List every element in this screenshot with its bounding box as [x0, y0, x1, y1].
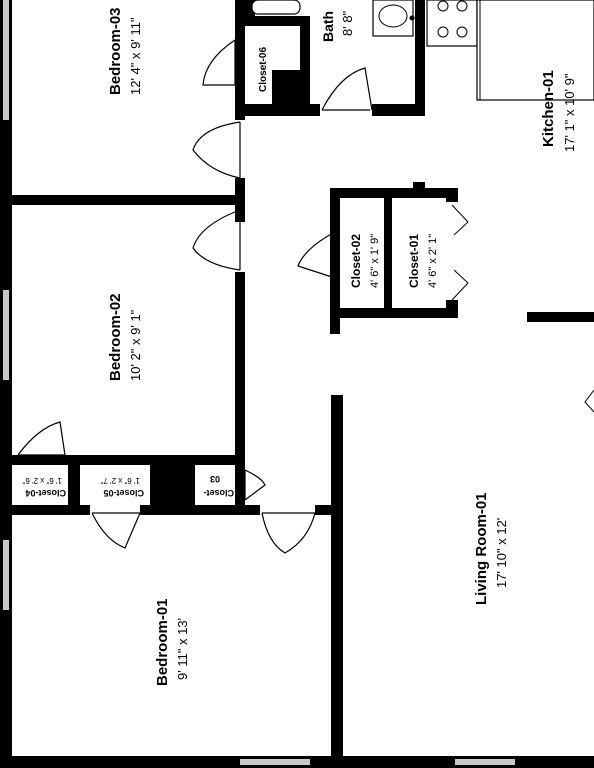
burner-icon: [437, 0, 449, 12]
wall-closet-row-top: [0, 455, 245, 465]
burner-icon: [437, 26, 449, 38]
wall-closets-bottom: [330, 308, 458, 318]
door-bathroom[interactable]: [321, 67, 373, 111]
label-bathroom-name: Bath: [320, 11, 336, 42]
wall-closets-top-stub: [413, 182, 425, 190]
label-bedroom3-name: Bedroom-03: [107, 7, 124, 95]
wall-closet5-3: [150, 455, 195, 510]
door-bedroom1-closet[interactable]: [91, 512, 141, 549]
sink-faucet-icon: [409, 15, 415, 21]
wall-bath-bottom-a: [245, 104, 320, 116]
wall-closet-row-bottom-c: [315, 505, 343, 515]
label-kitchen-dims: 17' 1" x 10' 9": [562, 73, 577, 152]
wall-bedroom3-right: [235, 0, 245, 120]
wall-bedroom2-right: [235, 272, 245, 467]
doors: [17, 39, 594, 554]
label-kitchen-name: Kitchen-01: [540, 70, 557, 147]
door-bedroom3[interactable]: [192, 121, 241, 179]
label-living-dims: 17' 10" x 12': [494, 518, 509, 588]
door-bedroom1[interactable]: [261, 512, 316, 554]
window-left-top: [3, 0, 9, 120]
labels: Bedroom-03 12' 4" x 9' 11" Bath 8' 8" Cl…: [22, 7, 577, 686]
wall-closets-top: [330, 188, 458, 198]
label-closet2-name: Closet-02: [349, 234, 363, 288]
label-closet6-name: Closet-06: [258, 47, 269, 92]
label-living-name: Living Room-01: [473, 492, 490, 605]
burner-icon: [456, 0, 468, 12]
wall-bath-left-stub: [245, 0, 255, 20]
wall-kitchen-living-stub: [527, 312, 594, 322]
door-bedroom2[interactable]: [192, 209, 241, 271]
label-closet4-dims: 1' 6" x 2' 6": [22, 476, 62, 485]
wall-closet-row-bottom-a: [0, 505, 90, 515]
burner-icon: [456, 26, 468, 38]
label-bedroom3-dims: 12' 4" x 9' 11": [128, 17, 143, 95]
label-bedroom1-name: Bedroom-01: [154, 598, 171, 686]
wall-bath-right: [415, 0, 425, 116]
wall-living-left: [331, 395, 343, 768]
door-closet2[interactable]: [297, 231, 336, 279]
label-closet1-name: Closet-01: [407, 234, 421, 288]
label-closet1-dims: 4' 6" x 2' 1": [427, 234, 439, 288]
bathtub: [251, 0, 301, 15]
label-closet3-line1: Closet-: [203, 488, 234, 498]
door-living-right[interactable]: [584, 389, 594, 413]
label-closet3-line2: 03: [210, 474, 220, 484]
stove: [426, 0, 478, 47]
door-closet4[interactable]: [17, 421, 66, 456]
label-closet2-dims: 4' 6" x 1' 9": [369, 234, 381, 288]
wall-closet6-right: [300, 16, 310, 116]
wall-closet-row-bottom-b: [140, 505, 260, 515]
door-closet1[interactable]: [451, 204, 469, 301]
wall-b3-b2: [0, 195, 245, 205]
label-bedroom2-name: Bedroom-02: [107, 293, 124, 381]
label-closet5-name: Closet-05: [103, 488, 144, 498]
label-bedroom2-dims: 10' 2" x 9' 1": [128, 309, 143, 381]
wall-closets-right-top: [446, 188, 458, 202]
fixtures: [251, 0, 594, 101]
wall-closets-right-bottom: [446, 300, 458, 318]
label-bathroom-dims: 8' 8": [340, 10, 355, 36]
window-left-mid: [3, 290, 9, 380]
wall-bath-bottom-b: [372, 104, 422, 116]
label-bedroom1-dims: 9' 11" x 13': [175, 618, 190, 680]
wall-closet6-top: [245, 16, 310, 26]
wall-closet4-5: [68, 455, 80, 510]
door-bedroom3-closet6[interactable]: [202, 39, 236, 86]
window-bottom-1: [240, 759, 310, 765]
wall-closet3-right: [235, 455, 245, 515]
label-closet5-dims: 1' 6" x 2' 7": [100, 476, 140, 485]
window-left-bottom: [3, 540, 9, 610]
label-closet4-name: Closet-04: [25, 488, 66, 498]
sink-basin: [378, 4, 408, 28]
window-bottom-2: [455, 759, 515, 765]
door-closet3[interactable]: [244, 469, 266, 501]
wall-closets-divider: [384, 188, 392, 318]
kitchen-counter: [476, 0, 594, 101]
